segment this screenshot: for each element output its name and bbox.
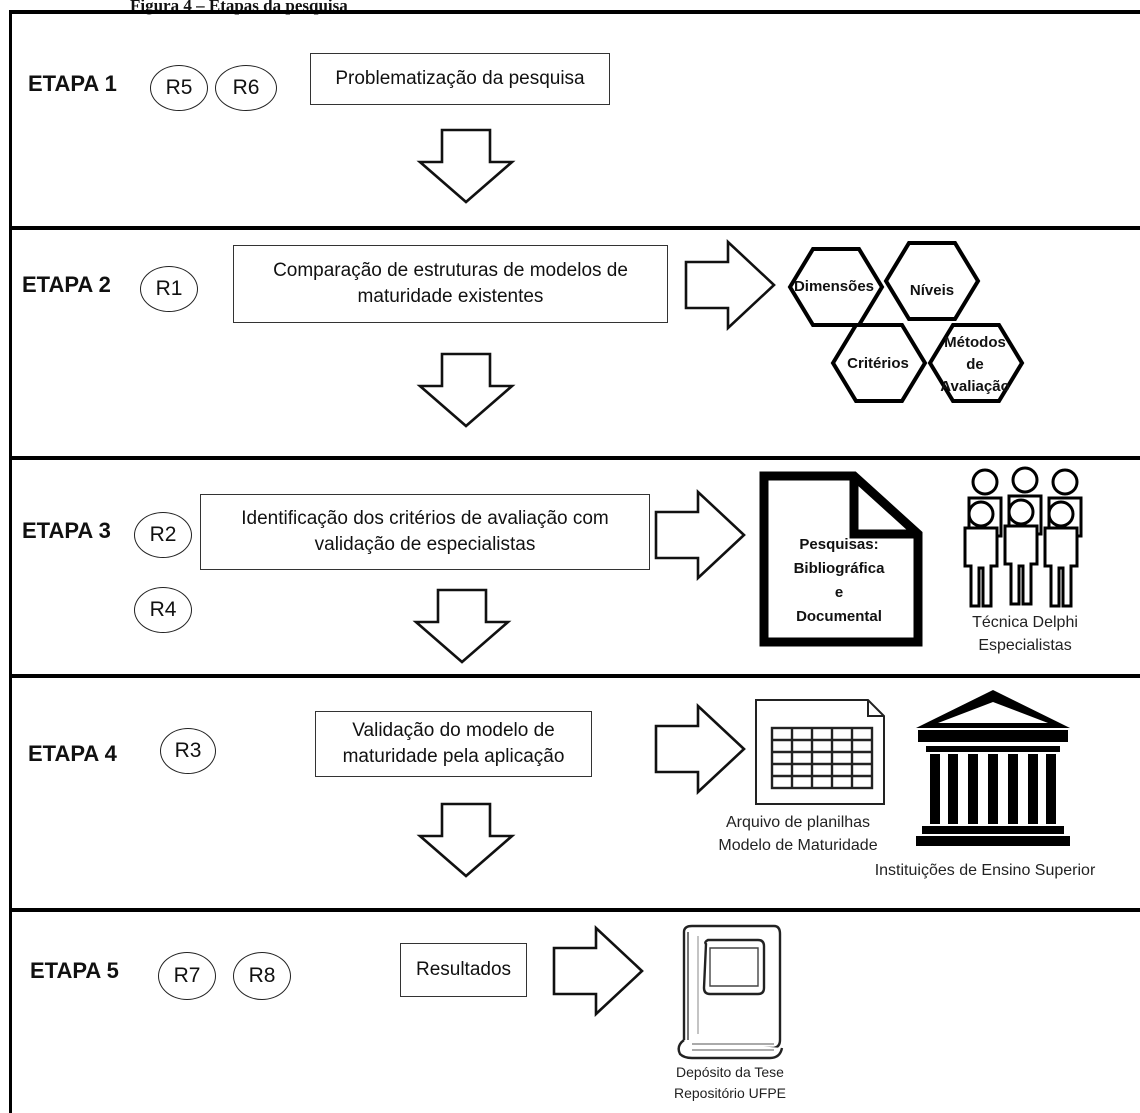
stage-4-label: ETAPA 4: [28, 741, 117, 766]
right-arrow-icon: [654, 703, 746, 795]
stage-3-ref-r2: R2: [134, 512, 192, 558]
stage-4-panel: [9, 674, 1140, 908]
hexagon-label-dimensoes: Dimensões: [793, 278, 875, 295]
stage-2-ref-r1: R1: [140, 266, 198, 312]
stage-3-panel: [9, 456, 1140, 674]
stage-5-ref-r8: R8: [233, 952, 291, 1000]
stage-5-ref-r7: R7: [158, 952, 216, 1000]
stage-1-process-box: Problematização da pesquisa: [310, 53, 610, 105]
hexagon-label-criterios: Critérios: [847, 355, 909, 372]
stage-4-ref-r3: R3: [160, 728, 216, 774]
stage-5-label: ETAPA 5: [30, 958, 119, 983]
stage-5-process-line: Resultados: [415, 959, 512, 980]
stage-1-panel: [9, 10, 1140, 226]
book-icon: [677, 924, 784, 1060]
right-arrow-icon: [684, 239, 776, 331]
stage-3-ref-r4: R4: [134, 587, 192, 633]
down-arrow-icon: [416, 352, 516, 428]
right-arrow-icon: [654, 489, 746, 581]
stage-2-panel: [9, 226, 1140, 456]
right-arrow-icon: [552, 925, 644, 1017]
stage-3-process-line-2: validação de especialistas: [314, 534, 536, 555]
document-label: Pesquisas: Bibliográfica e Documental: [793, 536, 885, 625]
stage-1-label: ETAPA 1: [28, 71, 117, 96]
people-group-icon: [963, 466, 1083, 608]
down-arrow-icon: [412, 588, 512, 664]
people-caption: Técnica Delphi Especialistas: [972, 614, 1078, 654]
stage-2-process-line-2: maturidade existentes: [357, 286, 544, 307]
hexagon-niveis: [883, 241, 981, 321]
institution-building-icon: [916, 690, 1070, 846]
building-caption: Instituições de Ensino Superior: [874, 862, 1096, 879]
book-caption: Depósito da Tese Repositório UFPE: [673, 1064, 787, 1101]
spreadsheet-caption: Arquivo de planilhas Modelo de Maturidad…: [718, 814, 878, 854]
stage-3-label: ETAPA 3: [22, 518, 111, 543]
hexagon-dimensoes: [787, 247, 885, 327]
hexagon-label-metodos: Métodos de Avaliação: [940, 334, 1010, 395]
stage-3-process-line-1: Identificação dos critérios de avaliação…: [241, 508, 609, 529]
stage-2-process-box: Comparação de estruturas de modelos de m…: [233, 245, 668, 323]
stage-4-process-line-2: maturidade pela aplicação: [342, 746, 565, 767]
stage-1-ref-r6: R6: [215, 65, 277, 111]
stage-2-label: ETAPA 2: [22, 272, 111, 297]
hexagon-cluster: [787, 241, 1025, 403]
hexagon-label-niveis: Níveis: [909, 282, 955, 299]
hexagon-metodos: [927, 323, 1025, 403]
down-arrow-icon: [416, 128, 516, 204]
stage-3-process-box: Identificação dos critérios de avaliação…: [200, 494, 650, 570]
stage-2-process-line-1: Comparação de estruturas de modelos de: [273, 260, 628, 281]
stage-1-process-line: Problematização da pesquisa: [335, 68, 585, 89]
stage-1-ref-r5: R5: [150, 65, 208, 111]
document-icon: [759, 471, 923, 647]
stage-4-process-box: Validação do modelo de maturidade pela a…: [315, 711, 592, 777]
hexagon-criterios: [830, 323, 928, 403]
spreadsheet-icon: [755, 699, 885, 805]
stage-5-process-box: Resultados: [400, 943, 527, 997]
stage-4-process-line-1: Validação do modelo de: [352, 720, 555, 741]
stage-5-panel: [9, 908, 1140, 1113]
down-arrow-icon: [416, 802, 516, 878]
